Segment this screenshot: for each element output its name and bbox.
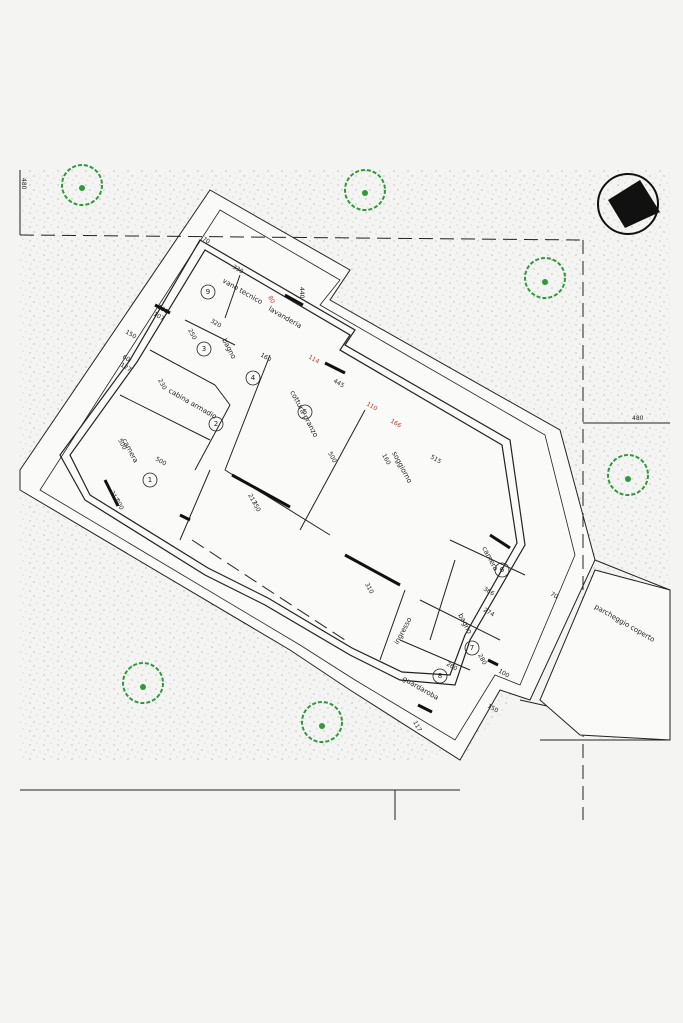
red-dimension: 114	[307, 354, 321, 366]
dimension: 480	[632, 415, 644, 422]
dimension: 230	[156, 378, 168, 392]
dimension: 274	[482, 607, 496, 619]
dimension: 500	[116, 438, 128, 452]
room-9-number: 9	[206, 288, 210, 296]
dimension-labels: 480 480 70 330 100 107 150 250 320 230 1…	[20, 178, 644, 733]
dimension: 330	[231, 264, 245, 276]
dimension: 445	[332, 378, 346, 390]
room-4-number: 4	[251, 374, 256, 382]
room-6-number: 6	[500, 566, 505, 574]
covered-parking	[539, 569, 671, 741]
room-markers	[142, 284, 510, 684]
interior-walls	[119, 274, 526, 671]
dimension: 217	[246, 493, 258, 507]
red-dimension: 80	[266, 295, 276, 305]
red-dimension: 166	[389, 418, 403, 430]
dimension: 100	[156, 304, 170, 316]
dimension: 515	[429, 454, 443, 466]
dimension: 310	[363, 582, 375, 596]
dimension: 366	[482, 586, 496, 598]
dimension: 260	[445, 661, 459, 673]
north-arrow-icon	[597, 173, 660, 235]
dimension: 320	[209, 318, 223, 330]
room-5-number: 5	[303, 408, 307, 416]
openings	[103, 293, 511, 714]
dimension: 107	[152, 311, 166, 323]
dimension: 280	[476, 653, 488, 667]
dimension: 500	[326, 451, 338, 465]
dimension: 150	[486, 703, 500, 715]
dimension: 70	[201, 236, 211, 246]
dimension: 70	[549, 591, 559, 601]
exterior-walls	[59, 239, 526, 686]
dimension: 100	[497, 668, 511, 680]
dimension: 117	[411, 720, 423, 734]
dimension: 160	[380, 453, 392, 467]
dimension: 60	[121, 354, 131, 364]
room-7-number: 7	[470, 644, 474, 652]
room-3-number: 3	[202, 345, 206, 353]
dimension: 160	[259, 352, 273, 364]
red-dimension: 110	[365, 401, 379, 413]
room-1-number: 1	[148, 476, 152, 484]
dimension: 217	[108, 490, 120, 504]
dimension: 500	[154, 456, 168, 468]
red-dimension-labels: 80 114 110 166	[266, 295, 402, 430]
dimension: 200	[113, 498, 125, 512]
site-lines	[19, 170, 671, 820]
dimension: 127	[119, 362, 133, 374]
dimension: 150	[124, 329, 138, 341]
dimension: 250	[186, 328, 198, 342]
dimension: 350	[250, 500, 262, 514]
tree-icon	[61, 164, 649, 743]
room-2-number: 2	[214, 420, 218, 428]
dimension: 480	[20, 178, 27, 190]
dimension: 440	[298, 287, 305, 299]
building-footprint	[19, 189, 596, 761]
room-8-number: 8	[438, 672, 442, 680]
